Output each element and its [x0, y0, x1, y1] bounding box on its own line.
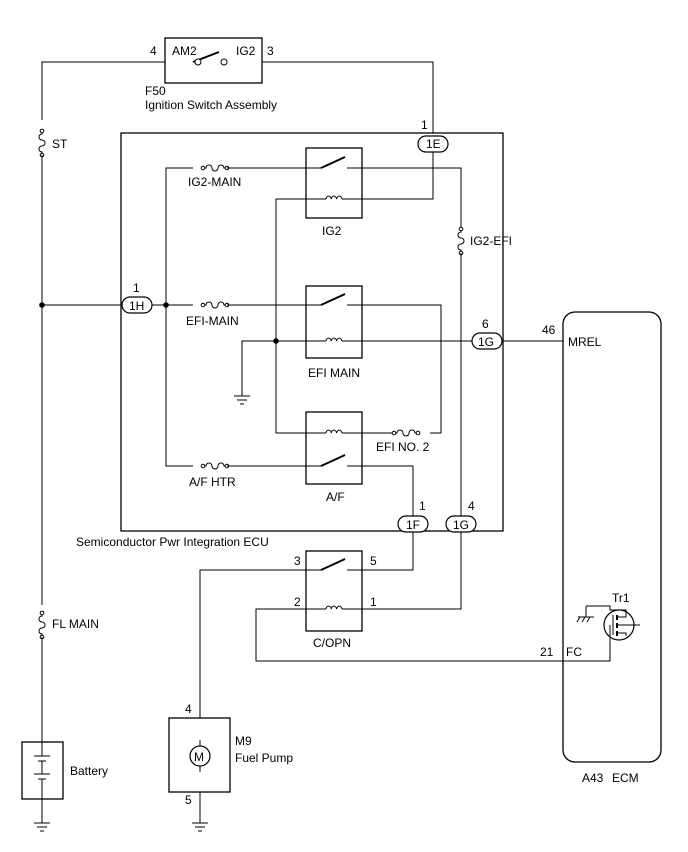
efi-ground-icon: [233, 387, 251, 405]
copn-pin-3: 3: [294, 554, 301, 568]
fc-pin: 21: [540, 645, 554, 659]
efi-main-fuse-icon: [200, 301, 230, 309]
copn-pin-2: 2: [294, 595, 301, 609]
copn-relay-coil-icon: [325, 605, 343, 610]
ig2-relay: [305, 147, 363, 219]
battery: Battery: [21, 741, 108, 832]
mrel-pin: 46: [542, 323, 556, 337]
af-htr-fuse-icon: [200, 462, 230, 470]
motor-symbol: M: [194, 750, 204, 764]
ecm-name: ECM: [612, 771, 639, 785]
efi-main-relay-coil-icon: [325, 337, 343, 342]
ecm: 46 MREL 21 FC Tr1 A43 ECM: [540, 311, 662, 785]
battery-ground-icon: [33, 814, 51, 832]
copn-relay-box: [305, 550, 363, 632]
tr1-label: Tr1: [612, 591, 630, 605]
ig2-main-fuse-label: IG2-MAIN: [188, 175, 241, 189]
mrel-label: MREL: [568, 335, 602, 349]
fuel-pump-name: Fuel Pump: [235, 751, 293, 765]
ignition-switch-code: F50: [145, 84, 166, 98]
ignition-switch-name: Ignition Switch Assembly: [145, 98, 277, 112]
ig2-relay-coil-icon: [325, 195, 343, 200]
connector-1h-label: 1H: [129, 299, 144, 313]
connector-1g-bottom-pin: 4: [468, 499, 475, 513]
am2-pin: 4: [150, 44, 157, 58]
semiconductor-ecu: Semiconductor Pwr Integration ECU 1E 1 1…: [76, 61, 512, 549]
ig2-pin: 3: [267, 44, 274, 58]
st-fuse-icon: [38, 128, 46, 158]
efi-main-fuse-label: EFI-MAIN: [186, 314, 239, 328]
fc-label: FC: [566, 645, 582, 659]
connector-1f-label: 1F: [406, 518, 420, 532]
connector-1e-label: 1E: [426, 137, 441, 151]
efi-main-relay: [305, 285, 363, 359]
connector-1h-pin: 1: [133, 281, 140, 295]
connector-1g-top-pin: 6: [482, 317, 489, 331]
efi-main-relay-label: EFI MAIN: [308, 366, 360, 380]
ecu-box: [120, 132, 504, 532]
st-fuse-label: ST: [52, 137, 68, 151]
battery-label: Battery: [70, 764, 108, 778]
connector-1g-top-label: 1G: [478, 335, 494, 349]
copn-relay-label: C/OPN: [313, 636, 351, 650]
ignition-switch-box: [164, 37, 263, 84]
ig2-label: IG2: [236, 44, 256, 58]
fuel-pump-ground-icon: [191, 814, 209, 832]
copn-pin-5: 5: [370, 554, 377, 568]
efi-no2-fuse-icon: [391, 429, 421, 437]
ecu-name: Semiconductor Pwr Integration ECU: [76, 535, 269, 549]
connector-1f-pin: 1: [419, 499, 426, 513]
left-rail: ST FL MAIN: [38, 61, 165, 742]
fuel-pump-code: M9: [235, 734, 252, 748]
fl-main-fuse-icon: [38, 610, 46, 640]
ignition-switch: AM2 IG2 4 3 F50 Ignition Switch Assembly: [145, 37, 277, 112]
connector-1e-pin: 1: [421, 118, 428, 132]
ecm-box: [562, 311, 662, 763]
ig2-efi-fuse-label: IG2-EFI: [470, 234, 512, 248]
ecm-code: A43: [582, 771, 604, 785]
af-relay: [305, 411, 363, 485]
af-relay-label: A/F: [326, 490, 345, 504]
fuel-pump-pin-bottom: 5: [185, 793, 192, 807]
copn-relay: C/OPN 3 5 2 1: [199, 532, 611, 718]
efi-no2-fuse-label: EFI NO. 2: [376, 440, 430, 454]
fuel-pump: M 4 5 M9 Fuel Pump: [168, 702, 293, 832]
ig2-main-fuse-icon: [200, 164, 230, 172]
am2-label: AM2: [172, 44, 197, 58]
fuel-pump-pin-top: 4: [185, 702, 192, 716]
fl-main-fuse-label: FL MAIN: [52, 617, 99, 631]
af-htr-fuse-label: A/F HTR: [189, 475, 236, 489]
connector-1g-bottom-label: 1G: [453, 518, 469, 532]
af-relay-coil-icon: [325, 429, 343, 434]
ig2-relay-label: IG2: [322, 224, 342, 238]
ig2-efi-fuse-icon: [457, 226, 465, 256]
copn-pin-1: 1: [370, 595, 377, 609]
